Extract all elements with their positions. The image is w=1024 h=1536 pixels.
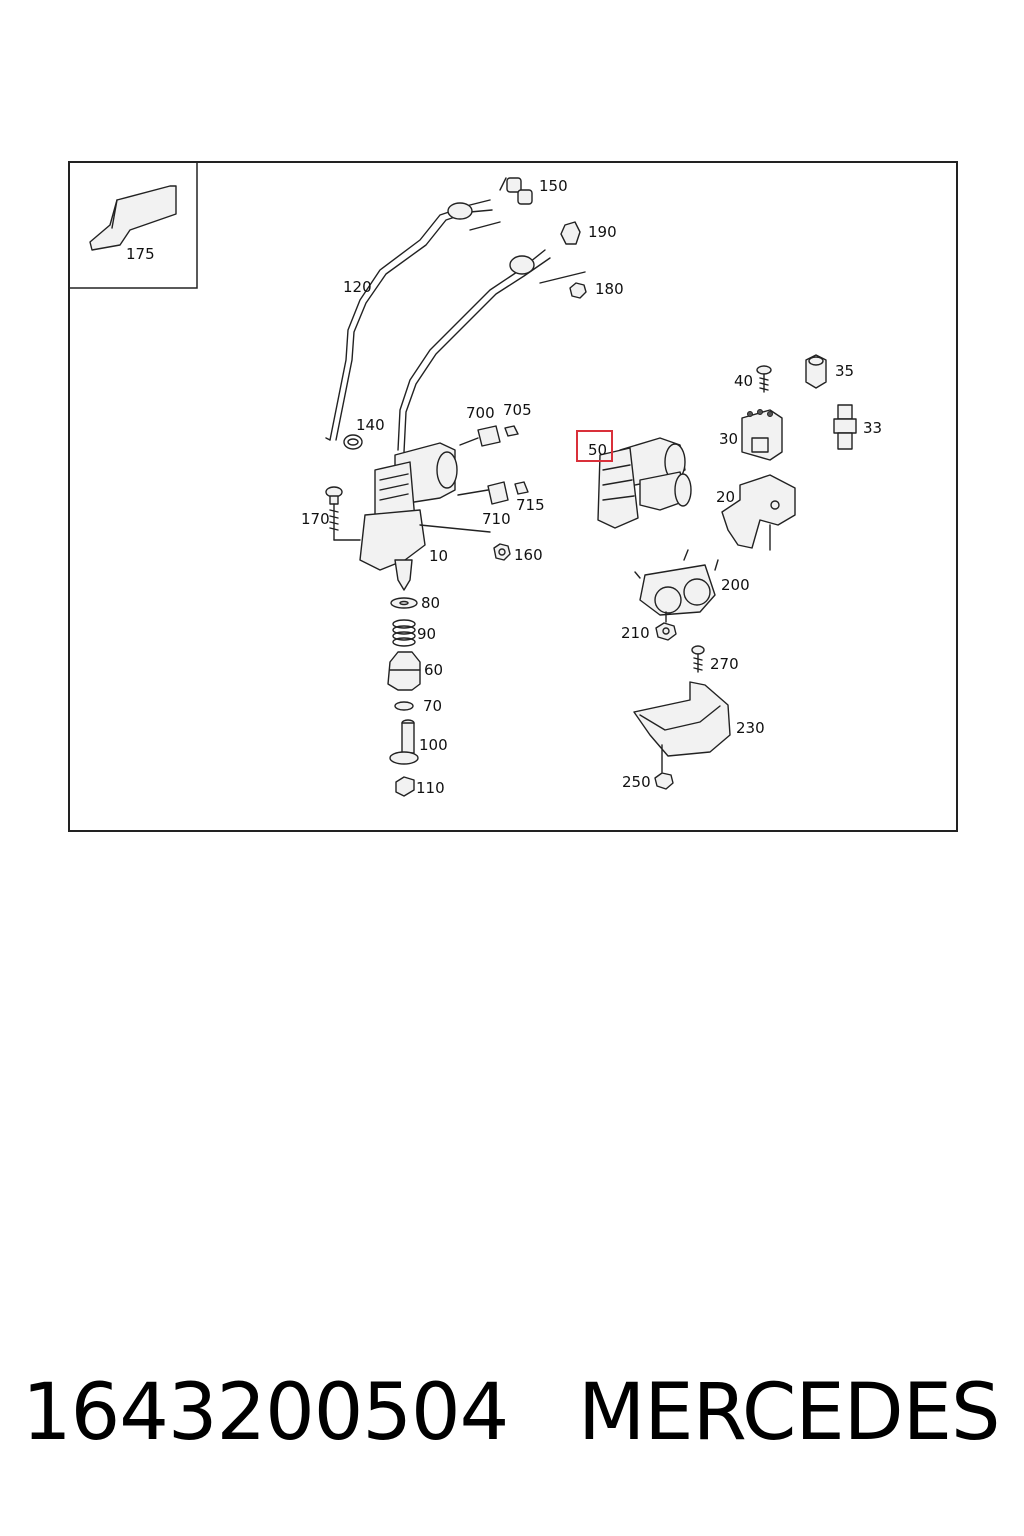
nut-250-drawing [654,744,674,790]
parts-diagram: 175 150 190 180 120 40 35 33 30 700 705 … [68,161,958,832]
callout-160: 160 [514,546,543,564]
pin-100-drawing [389,719,419,765]
shield-230-drawing [633,681,731,757]
callout-715: 715 [516,496,545,514]
screw-40-drawing [756,365,772,393]
plug-715-drawing [514,481,529,495]
nut-35-drawing [805,354,827,389]
compressor-50-drawing [597,437,692,529]
nut-110-drawing [395,776,415,797]
filter-700-drawing [459,425,501,447]
clip-190-drawing [560,221,581,245]
nut-180-drawing [569,282,587,299]
callout-35: 35 [835,362,854,380]
callout-40: 40 [734,372,753,390]
callout-80: 80 [421,594,440,612]
callout-230: 230 [736,719,765,737]
washer-70-drawing [394,701,414,711]
callout-150: 150 [539,177,568,195]
callout-90: 90 [417,625,436,643]
air-line-120-drawing [325,199,586,453]
damper-60-drawing [387,651,421,691]
callout-200: 200 [721,576,750,594]
callout-60: 60 [424,661,443,679]
nut-210-drawing [655,611,677,641]
highlight-box [576,430,613,462]
filter-710-drawing [457,481,509,505]
clip-150-drawing [499,177,533,205]
callout-120: 120 [343,278,372,296]
callout-20: 20 [716,488,735,506]
callout-170: 170 [301,510,330,528]
bracket-20-drawing [721,474,796,551]
bolt-170-drawing [325,486,361,541]
callout-190: 190 [588,223,617,241]
callout-250: 250 [622,773,651,791]
callout-700: 700 [466,404,495,422]
callout-50: 50 [588,441,607,459]
spring-90-drawing [392,619,416,647]
part-number: 1643200504 [22,1368,509,1458]
callout-10: 10 [429,547,448,565]
callout-180: 180 [595,280,624,298]
callout-110: 110 [416,779,445,797]
callout-710: 710 [482,510,511,528]
callout-100: 100 [419,736,448,754]
callout-270: 270 [710,655,739,673]
callout-70: 70 [423,697,442,715]
mount-200-drawing [634,549,719,616]
callout-30: 30 [719,430,738,448]
callout-140: 140 [356,416,385,434]
callout-175: 175 [126,245,155,263]
washer-80-drawing [390,597,418,609]
footer: 1643200504 MERCEDES [0,1368,1024,1478]
plug-705-drawing [504,425,519,437]
nut-160-drawing [493,543,511,561]
bolt-270-drawing [691,645,705,673]
compressor-assembly-10-drawing [359,442,491,591]
valve-block-30-drawing [741,409,783,461]
callout-33: 33 [863,419,882,437]
callout-210: 210 [621,624,650,642]
callout-705: 705 [503,401,532,419]
clamp-140-drawing [343,434,363,450]
inset-box [68,161,198,289]
part-175-drawing [89,185,177,251]
diagram-frame [68,161,958,832]
brand-name: MERCEDES [578,1368,1000,1458]
fitting-33-drawing [833,404,857,450]
